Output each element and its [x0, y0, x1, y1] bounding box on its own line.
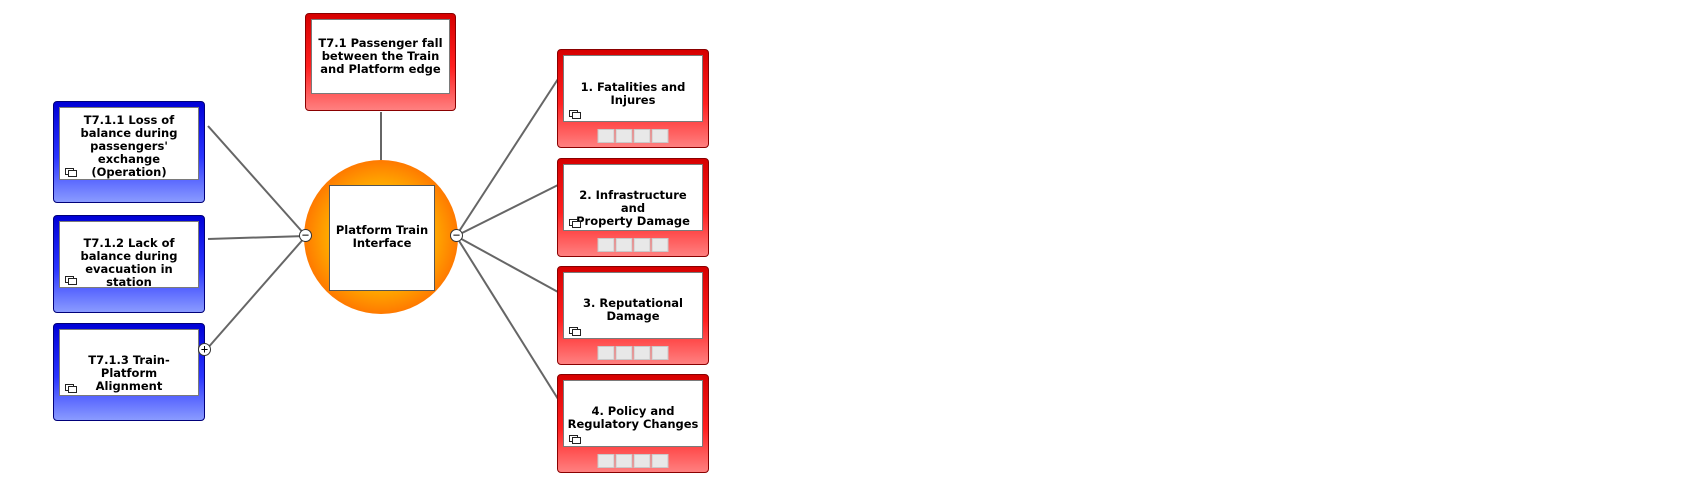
- sub-diagram-icon[interactable]: [569, 219, 581, 228]
- connector-consequence-3: [455, 235, 559, 293]
- barrier-cell[interactable]: [615, 238, 633, 252]
- cause-label: T7.1.1 Loss of balance during passengers…: [80, 113, 178, 179]
- connector-cause-1: [207, 125, 307, 237]
- sub-diagram-icon[interactable]: [65, 384, 77, 393]
- cause-node-1[interactable]: T7.1.1 Loss of balance during passengers…: [53, 101, 205, 203]
- sub-diagram-icon[interactable]: [65, 168, 77, 177]
- expand-cause-button[interactable]: +: [198, 343, 211, 356]
- barrier-cell[interactable]: [597, 129, 615, 143]
- consequence-label: 3. Reputational Damage: [583, 296, 683, 323]
- connector-consequence-4: [455, 235, 559, 400]
- barrier-cell[interactable]: [633, 129, 651, 143]
- barrier-cell[interactable]: [651, 346, 669, 360]
- connector-cause-2: [207, 235, 307, 240]
- hazard-node[interactable]: Platform Train Interface: [304, 160, 458, 314]
- consequence-box: 4. Policy and Regulatory Changes: [563, 380, 703, 447]
- barrier-cell[interactable]: [615, 346, 633, 360]
- barrier-cells: [597, 346, 669, 360]
- sub-diagram-icon[interactable]: [569, 110, 581, 119]
- barrier-cell[interactable]: [633, 346, 651, 360]
- hazard-label: Platform Train Interface: [335, 223, 429, 250]
- consequence-node-4[interactable]: 4. Policy and Regulatory Changes: [557, 374, 709, 473]
- consequence-box: 1. Fatalities and Injures: [563, 55, 703, 122]
- cause-label: T7.1.3 Train-Platform Alignment: [88, 353, 170, 393]
- top-event-box: T7.1 Passenger fall between the Train an…: [311, 19, 450, 94]
- cause-label: T7.1.2 Lack of balance during evacuation…: [80, 236, 178, 289]
- top-event-node[interactable]: T7.1 Passenger fall between the Train an…: [305, 13, 456, 111]
- cause-node-3[interactable]: T7.1.3 Train-Platform Alignment: [53, 323, 205, 421]
- connector-cause-3: [205, 235, 307, 351]
- barrier-cells: [597, 454, 669, 468]
- cause-box: T7.1.3 Train-Platform Alignment: [59, 329, 199, 396]
- barrier-cells: [597, 129, 669, 143]
- consequence-node-1[interactable]: 1. Fatalities and Injures: [557, 49, 709, 148]
- barrier-cell[interactable]: [633, 238, 651, 252]
- consequence-box: 2. Infrastructure and Property Damage: [563, 164, 703, 231]
- cause-box: T7.1.2 Lack of balance during evacuation…: [59, 221, 199, 289]
- sub-diagram-icon[interactable]: [569, 435, 581, 444]
- cause-box: T7.1.1 Loss of balance during passengers…: [59, 107, 199, 180]
- hazard-box: Platform Train Interface: [329, 185, 435, 291]
- consequence-node-2[interactable]: 2. Infrastructure and Property Damage: [557, 158, 709, 257]
- consequence-node-3[interactable]: 3. Reputational Damage: [557, 266, 709, 365]
- cause-node-2[interactable]: T7.1.2 Lack of balance during evacuation…: [53, 215, 205, 313]
- barrier-cell[interactable]: [615, 454, 633, 468]
- barrier-cell[interactable]: [633, 454, 651, 468]
- barrier-cell[interactable]: [597, 454, 615, 468]
- collapse-consequences-button[interactable]: −: [450, 229, 463, 242]
- sub-diagram-icon[interactable]: [65, 276, 77, 285]
- connector-consequence-2: [455, 184, 559, 237]
- barrier-cell[interactable]: [597, 238, 615, 252]
- consequence-label: 4. Policy and Regulatory Changes: [567, 404, 699, 431]
- barrier-cells: [597, 238, 669, 252]
- consequence-box: 3. Reputational Damage: [563, 272, 703, 339]
- sub-diagram-icon[interactable]: [569, 327, 581, 336]
- barrier-cell[interactable]: [651, 454, 669, 468]
- consequence-label: 2. Infrastructure and Property Damage: [576, 188, 690, 228]
- consequence-label: 1. Fatalities and Injures: [580, 80, 686, 107]
- barrier-cell[interactable]: [615, 129, 633, 143]
- connector-consequence-1: [455, 78, 559, 237]
- barrier-cell[interactable]: [651, 238, 669, 252]
- barrier-cell[interactable]: [651, 129, 669, 143]
- collapse-causes-button[interactable]: −: [299, 229, 312, 242]
- top-event-label: T7.1 Passenger fall between the Train an…: [318, 36, 443, 76]
- barrier-cell[interactable]: [597, 346, 615, 360]
